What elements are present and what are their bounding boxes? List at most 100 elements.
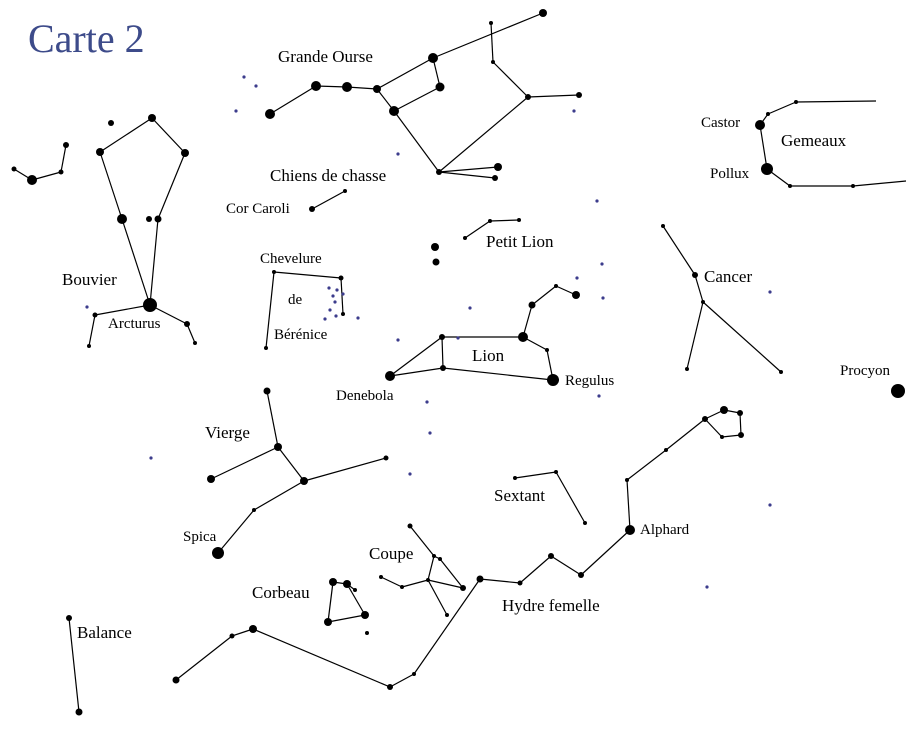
star xyxy=(547,374,559,386)
constellation-line-grande-ourse xyxy=(346,86,378,90)
star xyxy=(11,166,17,172)
star xyxy=(436,169,442,175)
constellation-line-hydre xyxy=(721,434,742,438)
star xyxy=(342,82,352,92)
constellation-line-lion xyxy=(389,336,443,377)
constellation-line-coupe xyxy=(380,576,403,588)
faint-star xyxy=(323,317,327,321)
label-grande-ourse: Grande Ourse xyxy=(278,47,373,66)
star xyxy=(27,175,37,185)
faint-star xyxy=(396,338,400,342)
constellation-line-sextant xyxy=(555,471,586,524)
label-regulus: Regulus xyxy=(565,373,614,389)
star xyxy=(407,523,413,529)
star xyxy=(431,243,439,251)
star xyxy=(891,384,905,398)
star xyxy=(400,585,404,589)
star xyxy=(264,346,268,350)
star xyxy=(528,301,536,309)
star xyxy=(207,475,215,483)
labels: Carte 2 Grande Ourse Chiens de chasse Co… xyxy=(28,16,890,642)
label-pollux: Pollux xyxy=(710,166,750,182)
constellation-line-bouvier xyxy=(88,314,96,347)
label-chiens-de-chasse: Chiens de chasse xyxy=(270,166,386,185)
star xyxy=(92,312,98,318)
star xyxy=(460,585,466,591)
star xyxy=(365,631,369,635)
constellation-line-grande-ourse xyxy=(492,61,529,98)
faint-star xyxy=(341,292,345,296)
faint-star xyxy=(601,296,605,300)
star xyxy=(148,114,156,122)
star xyxy=(361,611,369,619)
constellation-line-grande-ourse xyxy=(376,57,434,90)
constellation-line-petit-lion xyxy=(464,220,491,239)
constellation-line-lion xyxy=(441,336,444,369)
constellation-line-bouvier xyxy=(157,152,186,220)
star xyxy=(252,508,256,512)
star xyxy=(329,578,337,586)
constellation-line-grande-ourse xyxy=(438,96,529,173)
constellation-line-bouvier xyxy=(149,218,159,306)
star xyxy=(548,553,554,559)
star xyxy=(476,575,484,583)
star xyxy=(435,82,445,92)
star xyxy=(761,163,773,175)
star xyxy=(229,633,235,639)
star xyxy=(525,94,531,100)
label-hydre-femelle: Hydre femelle xyxy=(502,596,600,615)
faint-star xyxy=(334,314,338,318)
label-bouvier: Bouvier xyxy=(62,270,117,289)
constellation-line-grande-ourse xyxy=(432,12,544,59)
constellation-line-corbeau xyxy=(327,614,366,623)
label-berenice: Bérénice xyxy=(274,327,328,343)
constellation-line-vierge xyxy=(210,446,279,480)
star xyxy=(517,580,523,586)
star xyxy=(517,218,521,222)
star xyxy=(263,387,271,395)
label-coupe: Coupe xyxy=(369,544,413,563)
faint-star xyxy=(335,288,339,292)
faint-star xyxy=(768,290,772,294)
star xyxy=(385,371,395,381)
constellation-line-grande-ourse xyxy=(315,85,348,88)
star xyxy=(554,470,558,474)
constellation-line-grande-ourse xyxy=(490,22,494,63)
faint-star xyxy=(456,336,460,340)
constellation-line-grande-ourse xyxy=(438,166,499,173)
faint-star xyxy=(242,75,246,79)
constellation-line-cancer xyxy=(702,301,782,373)
star xyxy=(518,332,528,342)
star xyxy=(212,547,224,559)
star xyxy=(463,236,467,240)
star xyxy=(720,435,724,439)
faint-star xyxy=(468,306,472,310)
faint-star xyxy=(572,109,576,113)
star xyxy=(117,214,127,224)
star xyxy=(387,684,393,690)
star xyxy=(181,149,189,157)
constellation-line-cancer xyxy=(662,225,696,276)
constellation-line-bouvier xyxy=(186,323,196,344)
faint-star xyxy=(396,152,400,156)
faint-star xyxy=(575,276,579,280)
star xyxy=(432,554,436,558)
constellation-line-bouvier xyxy=(94,304,151,316)
constellation-line-gemeaux xyxy=(795,100,877,103)
star xyxy=(664,448,668,452)
constellation-line-grande-ourse xyxy=(393,110,440,173)
label-arcturus: Arcturus xyxy=(108,316,161,332)
star xyxy=(438,557,442,561)
faint-star xyxy=(328,308,332,312)
constellation-line-hydre xyxy=(252,628,391,688)
label-chevelure: Chevelure xyxy=(260,251,322,267)
constellation-line-cancer xyxy=(694,274,704,303)
constellation-line-top-left xyxy=(60,144,67,173)
label-alphard: Alphard xyxy=(640,522,690,538)
star xyxy=(794,100,798,104)
star xyxy=(432,258,440,266)
star xyxy=(738,432,744,438)
star xyxy=(63,142,69,148)
faint-star xyxy=(85,305,89,309)
star xyxy=(572,291,580,299)
